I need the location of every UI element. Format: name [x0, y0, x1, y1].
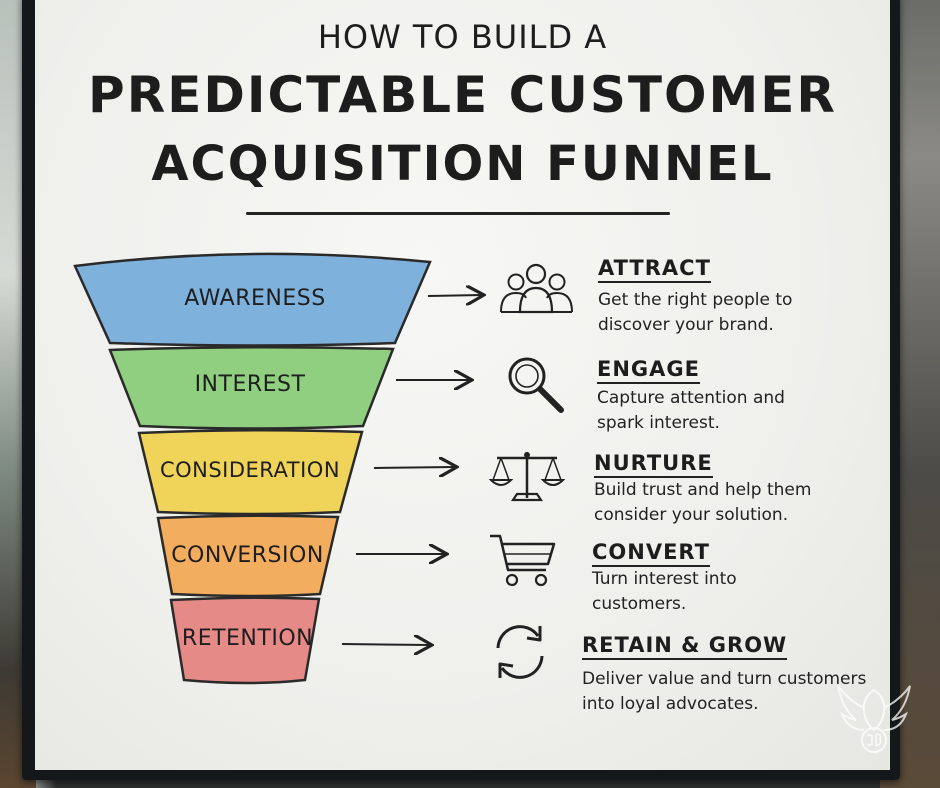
stage-label-interest: INTEREST [194, 372, 306, 397]
heading-retain-grow: RETAIN & GROW [582, 633, 788, 660]
title-line-3: ACQUISITION FUNNEL [151, 136, 774, 192]
desc-retain-line-2: into loyal advocates. [582, 694, 759, 714]
stage-label-retention: RETENTION [181, 626, 314, 651]
funnel-stage-consideration [137, 428, 364, 516]
stage-label-awareness: AWARENESS [184, 286, 326, 311]
funnel-stage-conversion [156, 514, 340, 598]
shopping-cart-icon [490, 534, 556, 587]
funnel-stage-retention [169, 596, 321, 685]
stage-label-conversion: CONVERSION [171, 543, 324, 568]
refresh-cycle-icon [496, 625, 544, 679]
heading-nurture: NURTURE [594, 451, 713, 478]
funnel-stage-awareness [73, 252, 432, 347]
title-underline [246, 212, 670, 215]
heading-engage: ENGAGE [597, 357, 700, 384]
funnel-stage-interest [108, 345, 395, 430]
desc-convert-line-1: Turn interest into [592, 569, 737, 589]
desc-attract-line-2: discover your brand. [598, 315, 774, 335]
desc-nurture-line-2: consider your solution. [594, 505, 789, 525]
heading-attract: ATTRACT [598, 256, 711, 283]
balance-scale-icon [489, 452, 565, 502]
people-group-icon [500, 263, 573, 314]
arrow-retain [341, 644, 430, 645]
winged-emblem-watermark-icon [837, 685, 911, 753]
desc-convert-line-2: customers. [592, 594, 687, 614]
arrow-nurture [373, 467, 455, 468]
desc-engage-line-2: spark interest. [597, 413, 720, 433]
arrow-attract [427, 295, 482, 296]
desc-attract-line-1: Get the right people to [598, 290, 793, 310]
title-line-2: PREDICTABLE CUSTOMER [88, 66, 837, 124]
desc-retain-line-1: Deliver value and turn customers [582, 669, 867, 689]
title-line-1: HOW TO BUILD A [317, 18, 608, 56]
desc-engage-line-1: Capture attention and [597, 388, 785, 408]
magnifying-glass-icon [508, 357, 564, 413]
heading-convert: CONVERT [592, 540, 710, 567]
desc-nurture-line-1: Build trust and help them [594, 480, 812, 500]
stage-label-consideration: CONSIDERATION [159, 458, 341, 482]
